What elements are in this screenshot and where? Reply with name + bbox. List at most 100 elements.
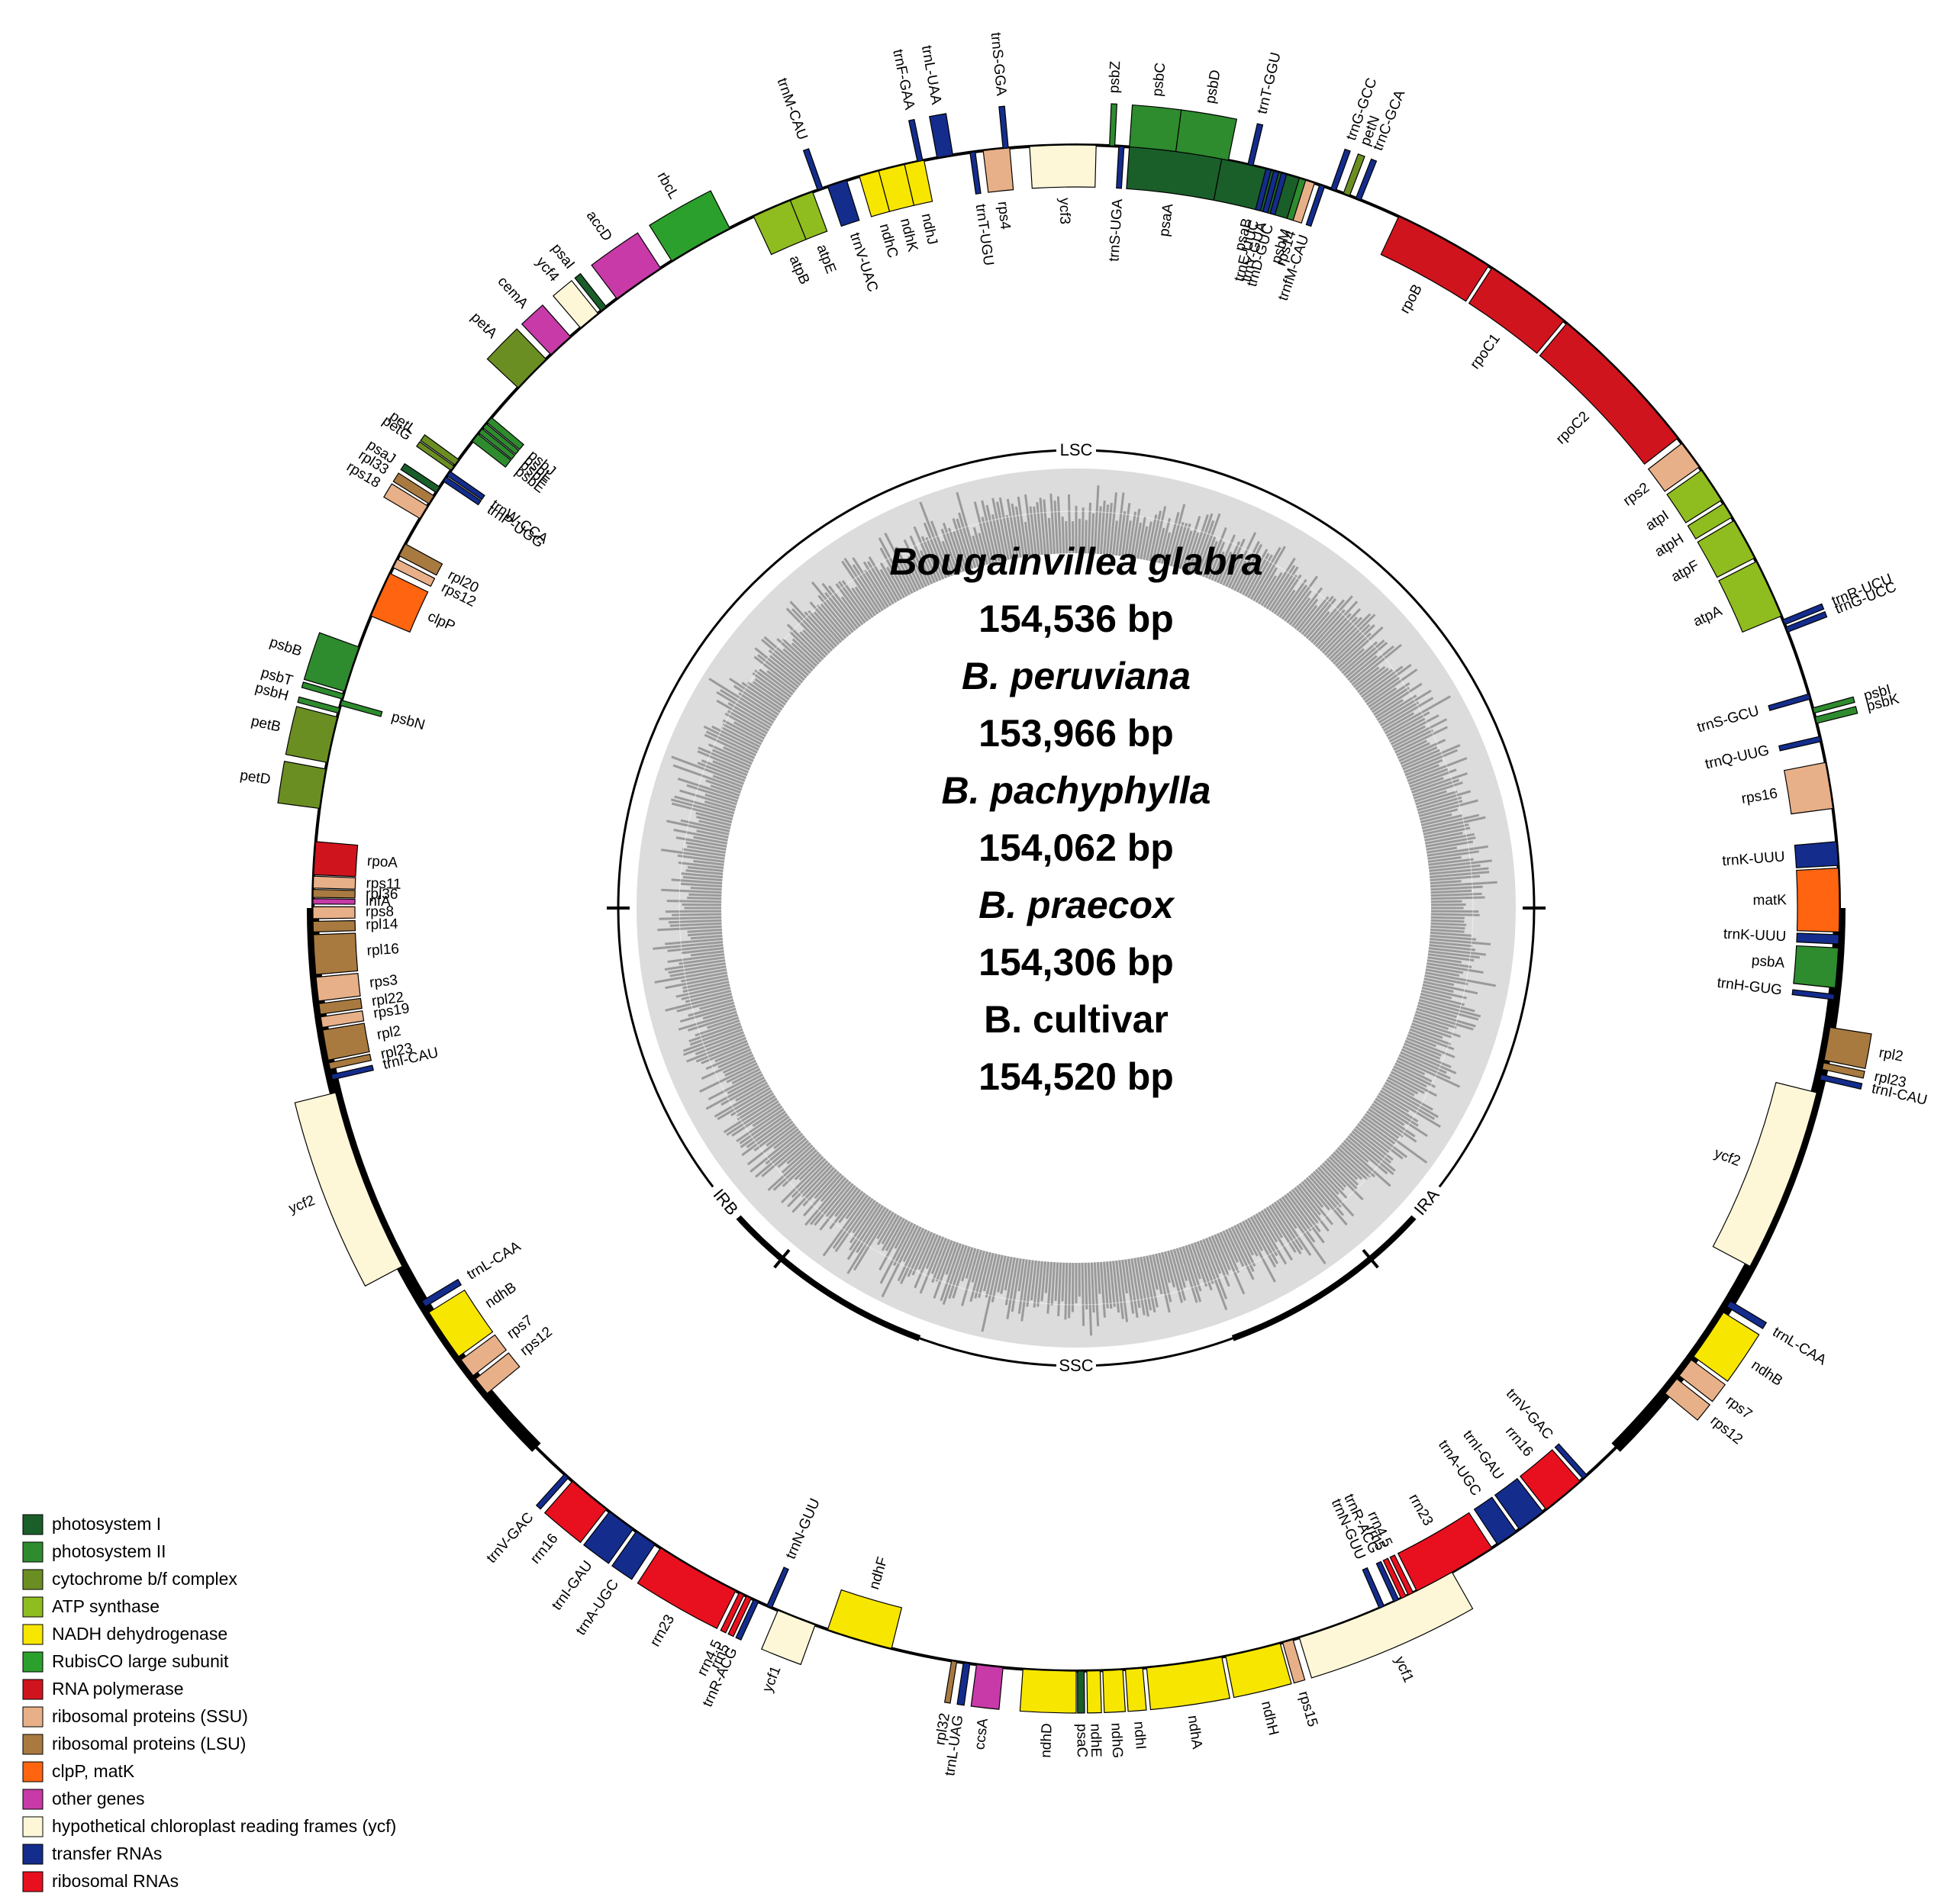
gene-label: psbN <box>390 709 427 733</box>
gene-ycf4 <box>552 279 599 329</box>
gene-label: psaC <box>1074 1724 1090 1757</box>
gene-rrn4.5 <box>1389 1554 1414 1596</box>
gene-label: ndhB <box>482 1280 520 1312</box>
gene-label: trnN-GUU <box>783 1496 824 1562</box>
gene-label: trnL-UAA <box>918 44 944 106</box>
gene-label: ndhD <box>1038 1723 1056 1758</box>
gene-label: rpl36 <box>366 886 398 903</box>
gene-trny-gua <box>1262 170 1280 214</box>
gene-label: rps8 <box>366 903 394 919</box>
gene-label: rpoB <box>1397 282 1426 316</box>
svg-text:RNA polymerase: RNA polymerase <box>52 1679 184 1699</box>
gene-rbcl <box>649 190 730 262</box>
gene-psbd <box>1175 109 1238 161</box>
gene-trnv-gac <box>535 1473 569 1510</box>
gene-ndhh <box>1225 1642 1292 1699</box>
gene-peta <box>486 328 547 388</box>
gene-trnl-uaa <box>929 113 954 159</box>
gene-label: ycf3 <box>1056 198 1073 224</box>
gene-rrn5 <box>1382 1557 1407 1599</box>
gene-atpa <box>1718 561 1782 633</box>
gene-label: rpl16 <box>366 941 399 959</box>
gene-matk <box>1796 868 1840 933</box>
gene-clpp <box>370 572 429 633</box>
genome-title-line: B. peruviana <box>962 655 1191 697</box>
gene-rps15 <box>1281 1639 1306 1684</box>
gene-label: rps2 <box>1620 480 1652 510</box>
gene-label: trnS-GCU <box>1695 703 1761 736</box>
genome-title-line: 154,062 bp <box>978 826 1174 869</box>
gene-trni-gau <box>582 1511 634 1564</box>
genome-title-line: 154,306 bp <box>978 941 1174 984</box>
gene-label: trnS-UGA <box>1106 198 1126 262</box>
gene-label: matK <box>1752 892 1787 908</box>
gene-rpl2 <box>1823 1026 1872 1070</box>
gene-label: trnK-UUU <box>1722 849 1786 869</box>
gene-rps16 <box>1783 762 1834 815</box>
gene-label: ccsA <box>972 1718 991 1751</box>
svg-text:ATP synthase: ATP synthase <box>52 1596 160 1616</box>
gene-label: cemA <box>495 274 532 312</box>
gene-label: rps16 <box>1740 786 1778 807</box>
legend-item: photosystem II <box>22 1541 166 1563</box>
gene-accd <box>591 232 662 300</box>
gene-label: trnV-UAC <box>846 230 881 294</box>
gene-label: trnK-UUU <box>1723 926 1787 945</box>
gene-label: rpl2 <box>376 1023 402 1043</box>
gene-atpe <box>789 191 828 240</box>
gene-psbj <box>486 417 524 450</box>
gene-atpi <box>1666 469 1723 523</box>
gene-trnc-gca <box>1355 158 1378 201</box>
gene-rps7 <box>1678 1359 1726 1402</box>
gene-trns-uga <box>1116 145 1125 189</box>
gene-label: trnL-CAA <box>1770 1324 1829 1369</box>
svg-text:clpP, matK: clpP, matK <box>52 1761 135 1781</box>
gene-rrn16 <box>1519 1449 1581 1510</box>
gene-trnt-ugu <box>969 151 982 195</box>
svg-text:ribosomal RNAs: ribosomal RNAs <box>52 1871 179 1891</box>
legend-item: RNA polymerase <box>22 1679 184 1700</box>
gene-label: psbD <box>1203 69 1224 105</box>
gene-trnk-uuu <box>1794 841 1839 868</box>
gene-trna-ugc <box>611 1531 656 1580</box>
gene-rpob <box>1380 215 1490 302</box>
gene-rps11 <box>312 875 356 890</box>
gene-trns-gcu <box>1768 693 1811 711</box>
gene-trnt-ggu <box>1247 123 1264 166</box>
svg-text:hypothetical chloroplast readi: hypothetical chloroplast reading frames … <box>52 1816 396 1836</box>
gene-label: ndhK <box>897 217 920 253</box>
gene-rps2 <box>1647 443 1700 492</box>
gene-psbk <box>1814 706 1858 724</box>
gene-atph <box>1687 503 1733 539</box>
gene-trni-cau <box>330 1064 374 1080</box>
gene-trnf-gaa <box>907 118 924 163</box>
gene-cema <box>521 304 572 356</box>
svg-text:SSC: SSC <box>1059 1356 1093 1375</box>
gene-rpl33 <box>392 472 435 504</box>
gene-rrn4.5 <box>720 1592 745 1634</box>
gene-psbi <box>1812 696 1855 714</box>
gene-trnw-cca <box>446 471 485 501</box>
gene-label: atpI <box>1643 507 1672 534</box>
gene-ndhf <box>827 1589 903 1650</box>
gene-ndha <box>1146 1656 1231 1711</box>
gene-ndhd <box>1019 1668 1077 1714</box>
gene-rpl22 <box>318 997 363 1015</box>
gene-rps4 <box>982 147 1014 193</box>
gene-rrn5 <box>727 1596 753 1638</box>
gene-label: ycf2 <box>1712 1145 1742 1170</box>
gene-rrn23 <box>1397 1512 1493 1592</box>
gene-psbb <box>303 632 360 692</box>
gene-psaj <box>400 462 440 494</box>
gene-trnr-acg <box>1375 1560 1400 1603</box>
legend-item: NADH dehydrogenase <box>22 1624 227 1645</box>
gene-rpl23 <box>328 1053 372 1071</box>
gene-rpl20 <box>398 543 443 576</box>
gene-label: trnM-CAU <box>774 76 811 143</box>
gene-petb <box>285 706 338 763</box>
legend-item: ribosomal proteins (LSU) <box>22 1734 246 1755</box>
gene-label: rps3 <box>369 972 398 991</box>
gene-rps8 <box>312 906 356 919</box>
